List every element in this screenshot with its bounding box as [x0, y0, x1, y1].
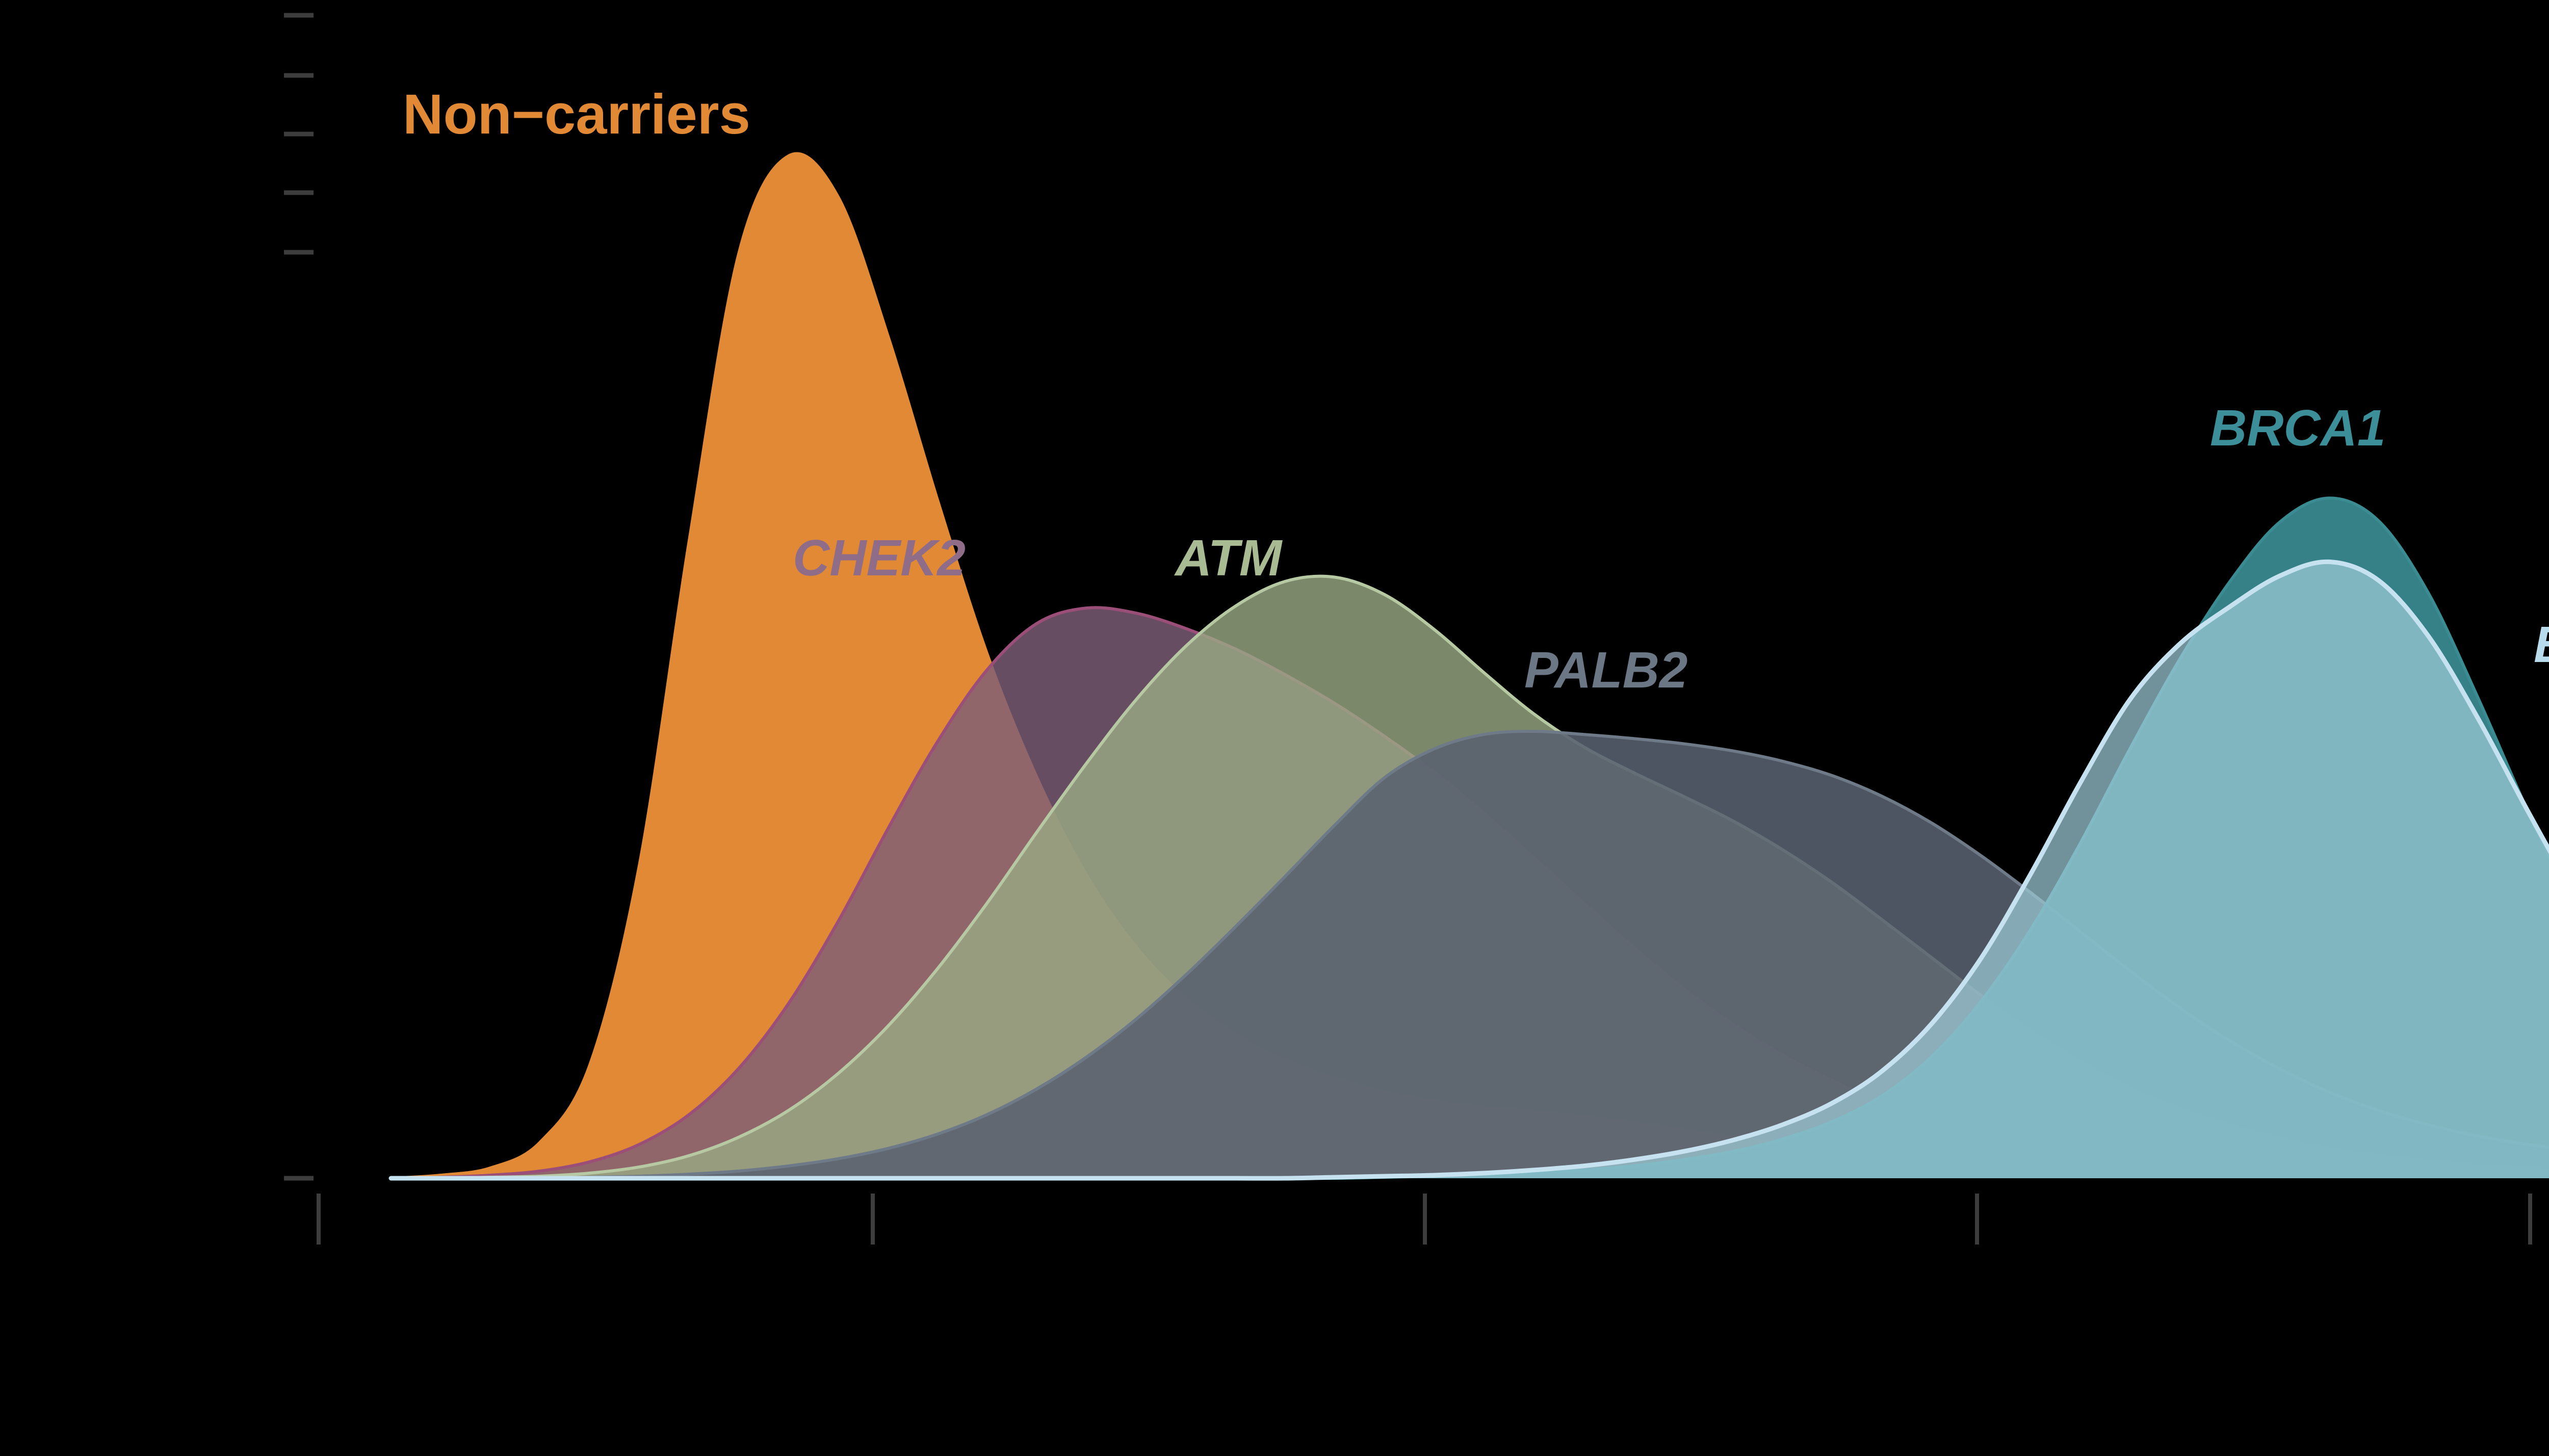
axis-layer [284, 13, 2532, 1245]
density-area [391, 562, 2549, 1179]
series-label-atm: ATM [1175, 530, 1282, 587]
series-label-brca1: BRCA1 [2210, 400, 2386, 457]
series-layer [388, 152, 2549, 1181]
series-label-palb2: PALB2 [1524, 642, 1688, 699]
series-label-non-carriers: Non−carriers [403, 83, 750, 146]
series-label-chek2: CHEK2 [793, 530, 966, 587]
series-label-brca2: BRCA2 [2534, 619, 2549, 670]
density-outline [388, 559, 2549, 1181]
density-series-brca2 [388, 559, 2549, 1181]
